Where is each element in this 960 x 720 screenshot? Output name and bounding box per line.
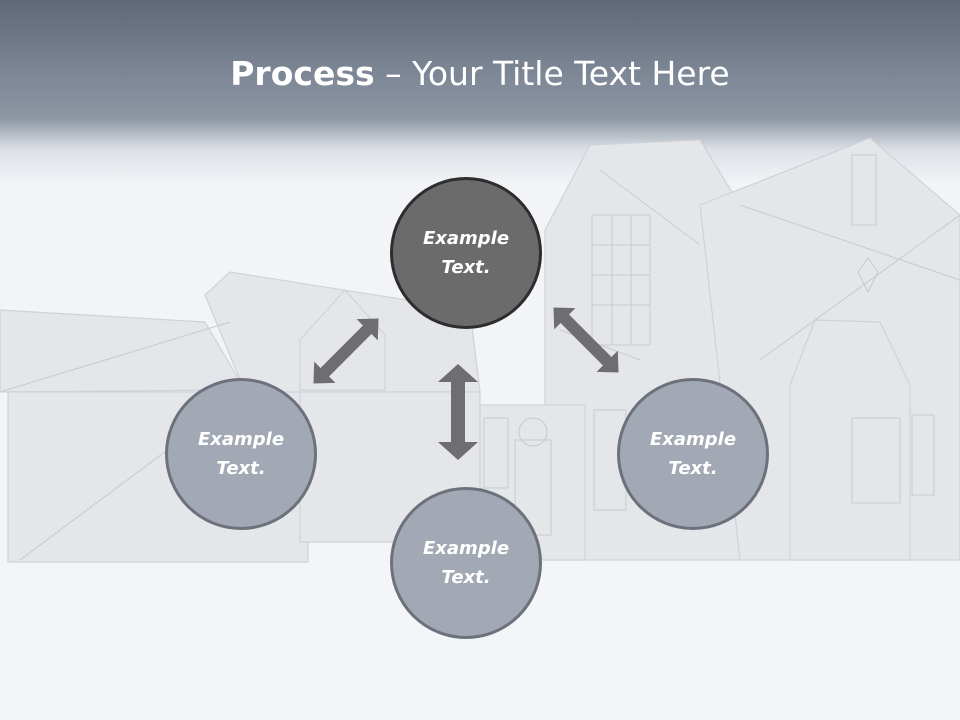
process-node-left-label: Example Text. bbox=[197, 429, 285, 479]
process-node-bottom-label: Example Text. bbox=[422, 538, 510, 588]
arrow-top-bottom bbox=[438, 364, 478, 460]
process-node-right-label: Example Text. bbox=[649, 429, 737, 479]
process-node-left: Example Text. bbox=[165, 378, 317, 530]
process-node-top: Example Text. bbox=[390, 177, 542, 329]
arrow-top-left bbox=[313, 318, 379, 384]
slide-title: Process – Your Title Text Here bbox=[0, 52, 960, 96]
title-bold: Process bbox=[230, 54, 375, 93]
process-node-top-label: Example Text. bbox=[422, 228, 510, 278]
arrow-top-right bbox=[553, 307, 619, 373]
title-rest: – Your Title Text Here bbox=[374, 54, 730, 93]
process-node-right: Example Text. bbox=[617, 378, 769, 530]
process-node-bottom: Example Text. bbox=[390, 487, 542, 639]
